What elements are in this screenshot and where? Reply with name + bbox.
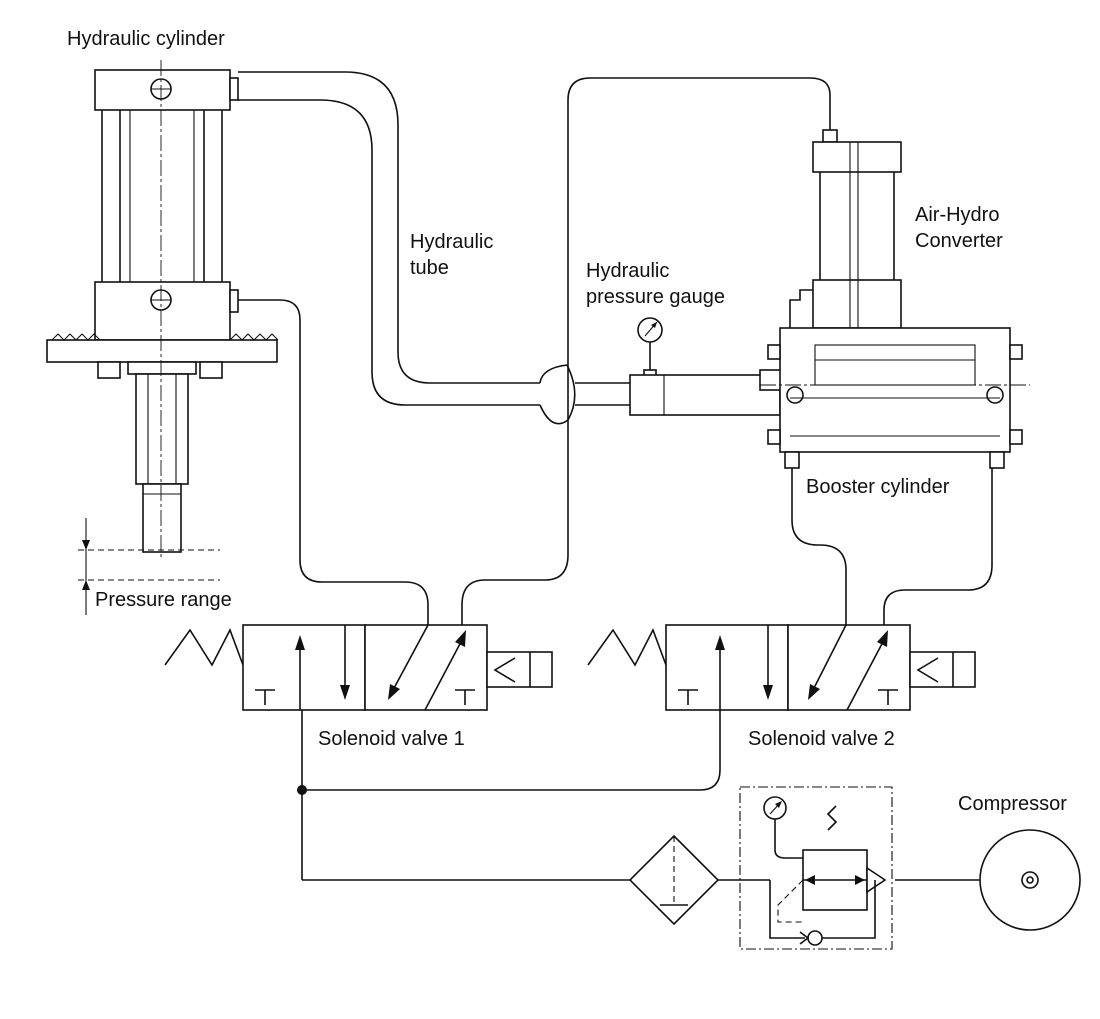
pressure-range-dimension <box>78 518 220 615</box>
label-hydraulic-tube-1: Hydraulic <box>410 231 493 253</box>
solenoid-valve-2 <box>587 624 976 711</box>
pressure-gauge <box>637 317 663 383</box>
solenoid-valve-1 <box>164 624 553 711</box>
hydraulic-tube <box>238 71 831 625</box>
label-hydraulic-tube-2: tube <box>410 257 449 279</box>
label-pressure-gauge-2: pressure gauge <box>586 286 725 308</box>
label-solenoid-valve-2: Solenoid valve 2 <box>748 728 895 750</box>
regulator-unit <box>739 786 893 950</box>
label-air-hydro-1: Air-Hydro <box>915 204 999 226</box>
label-pressure-range: Pressure range <box>95 589 232 611</box>
filter <box>628 834 720 926</box>
compressor <box>979 829 1081 931</box>
label-booster-cylinder: Booster cylinder <box>806 476 950 498</box>
booster-cylinder <box>629 327 1030 469</box>
label-air-hydro-2: Converter <box>915 230 1003 252</box>
air-hydro-converter <box>789 129 902 330</box>
label-pressure-gauge-1: Hydraulic <box>586 260 669 282</box>
hydraulic-cylinder <box>46 60 279 560</box>
label-hydraulic-cylinder: Hydraulic cylinder <box>67 28 225 50</box>
air-supply-line <box>297 710 980 881</box>
label-solenoid-valve-1: Solenoid valve 1 <box>318 728 465 750</box>
label-compressor: Compressor <box>958 793 1067 815</box>
air-line-valve-2 <box>791 468 993 625</box>
